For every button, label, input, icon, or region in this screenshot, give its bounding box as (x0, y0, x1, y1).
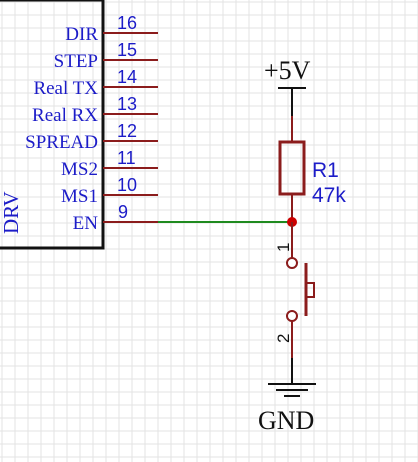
power-label: +5V (264, 56, 311, 85)
ic-pin-number: 12 (117, 121, 137, 141)
ic-pin-number: 11 (117, 148, 136, 168)
ic-pin-name: Real RX (32, 105, 98, 126)
ic-pin[interactable]: Real TX 14 (33, 67, 158, 99)
ic-pin-number: 13 (117, 94, 137, 114)
resistor-ref: R1 (312, 159, 339, 182)
ic-pin-number: 15 (117, 40, 137, 60)
ground-symbol[interactable]: GND (258, 358, 316, 435)
ic-pin[interactable]: SPREAD 12 (25, 121, 158, 153)
ic-pin-name: STEP (54, 51, 98, 72)
ic-pin[interactable]: Real RX 13 (32, 94, 158, 126)
ic-pin[interactable]: MS1 10 (61, 175, 158, 207)
ic-pin-name: MS1 (61, 186, 98, 207)
switch-pin1-number: 1 (274, 243, 293, 252)
resistor-body (278, 140, 306, 196)
switch-contact-1 (286, 257, 298, 269)
ic-pin[interactable]: MS2 11 (61, 148, 158, 180)
ic-pin-number: 9 (118, 202, 128, 222)
pushbutton-switch[interactable]: 1 2 (274, 222, 315, 358)
ic-pin-name: Real TX (33, 78, 98, 99)
ic-pin-name: MS2 (61, 159, 98, 180)
ic-pin-number: 16 (117, 13, 137, 33)
ic-pin-number: 10 (117, 175, 137, 195)
resistor-r1[interactable]: R1 47k (278, 116, 346, 222)
ic-pin-name: SPREAD (25, 132, 98, 153)
ic-pin-name: DIR (65, 24, 98, 45)
ic-name-label: DRV (0, 191, 23, 234)
ic-body (0, 0, 105, 250)
resistor-value: 47k (312, 184, 346, 207)
ground-label: GND (258, 406, 314, 435)
switch-contact-2 (286, 310, 298, 322)
switch-actuator-knob (305, 282, 315, 298)
ic-pin-name: EN (73, 213, 99, 234)
ic-pin[interactable]: EN 9 (73, 202, 158, 234)
power-5v-symbol[interactable]: +5V (264, 56, 311, 116)
ic-pin[interactable]: DIR 16 (65, 13, 158, 45)
ic-pin-number: 14 (117, 67, 137, 87)
ic-pin[interactable]: STEP 15 (54, 40, 158, 72)
switch-pin2-number: 2 (274, 334, 293, 343)
